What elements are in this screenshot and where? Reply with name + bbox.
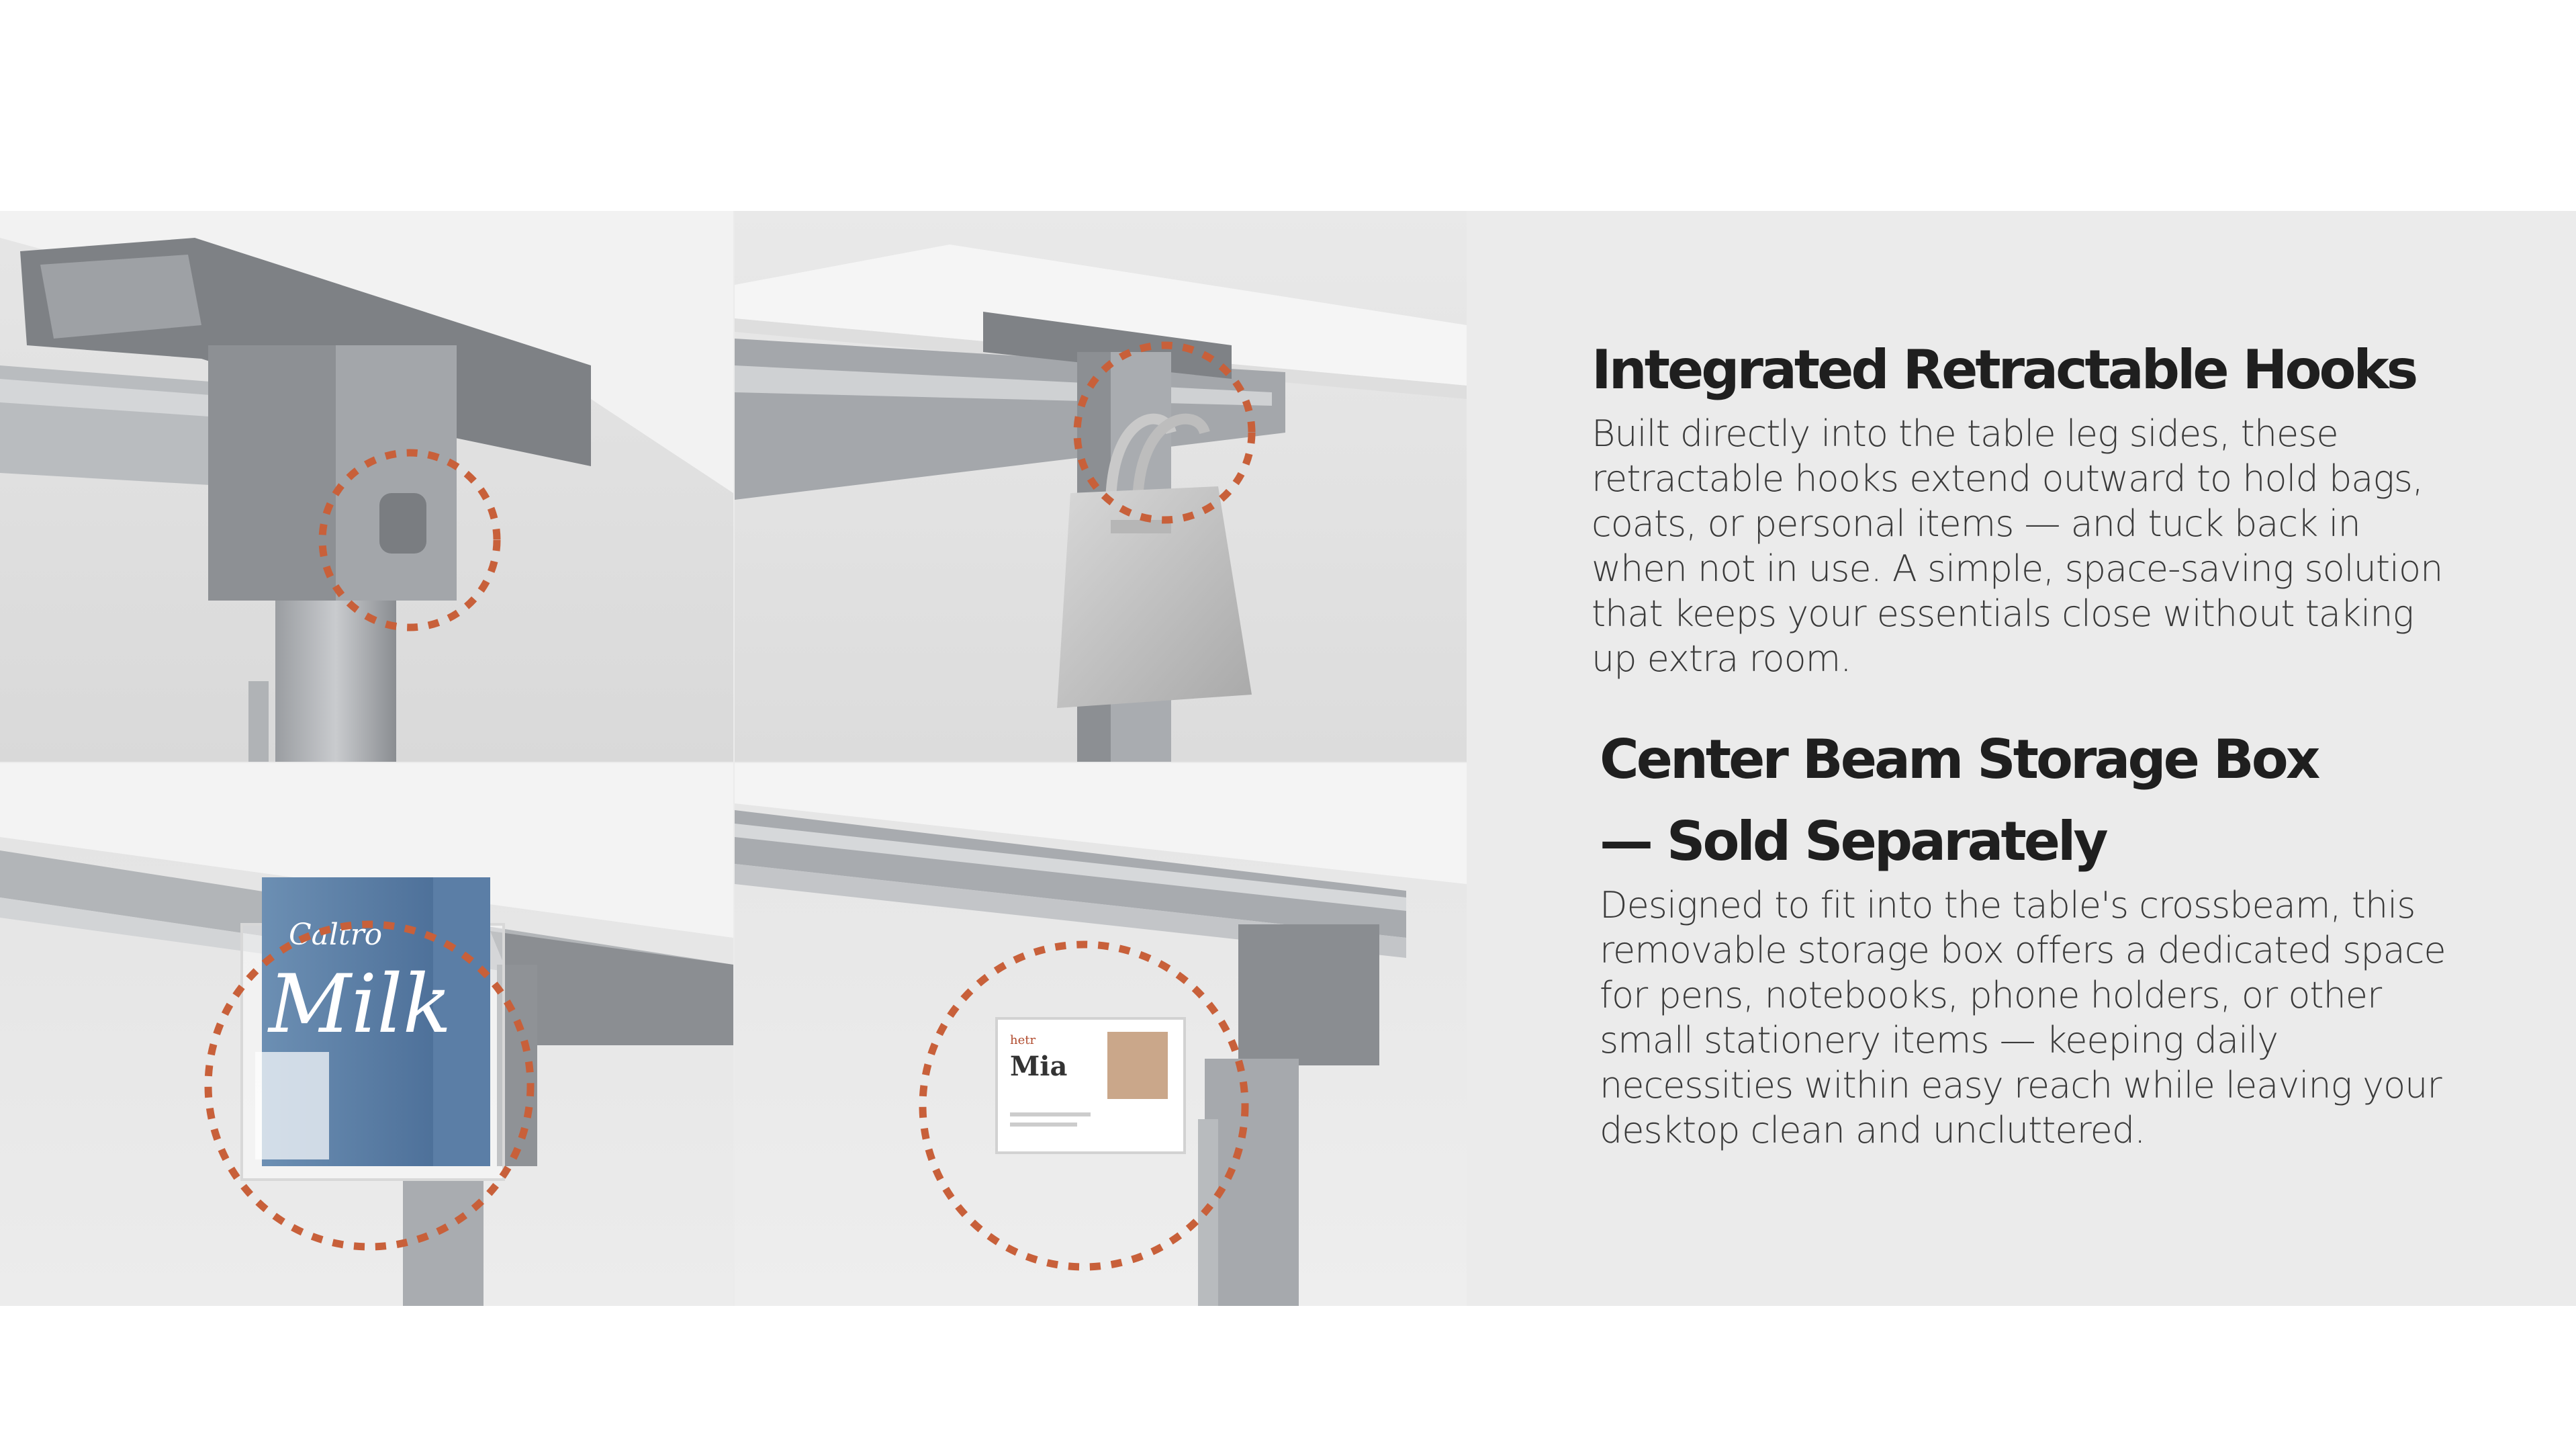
photo-grid: Caltro Milk (0, 211, 1467, 1306)
photo-storage-box-milk: Caltro Milk (0, 763, 733, 1306)
section-body: Designed to fit into the table's crossbe… (1600, 884, 2446, 1151)
section-title-line-1: Center Beam Storage Box (1600, 728, 2320, 791)
section-retractable-hooks: Integrated Retractable Hooks Built direc… (1592, 329, 2465, 681)
section-title: Integrated Retractable Hooks (1592, 339, 2418, 401)
card-logo-label: hetr (1010, 1033, 1036, 1047)
photo-storage-box-card: hetr Mia (735, 763, 1467, 1306)
section-body: Built directly into the table leg sides,… (1592, 412, 2443, 680)
card-name-label: Mia (1010, 1051, 1067, 1082)
milk-word-label: Milk (267, 958, 451, 1051)
photo-hook-with-bag (735, 211, 1467, 762)
photo-retracted-hook (0, 211, 733, 762)
section-title-line-2: — Sold Separately (1600, 810, 2109, 873)
section-storage-box: Center Beam Storage Box — Sold Separatel… (1600, 719, 2473, 1153)
